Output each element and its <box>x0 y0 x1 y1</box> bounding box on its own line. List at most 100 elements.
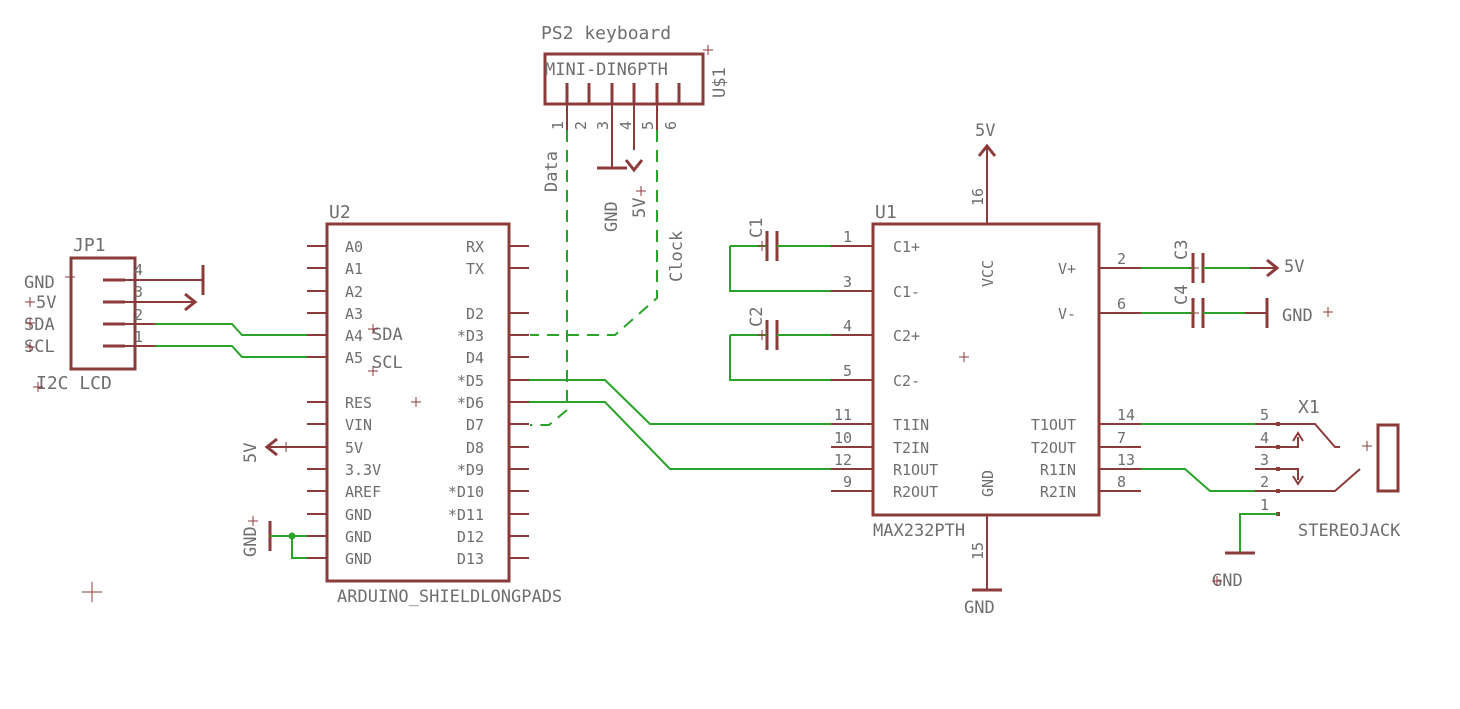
u1-pin-t2in: T2IN <box>893 439 929 457</box>
jp1-net-sda: SDA <box>24 315 55 335</box>
u1-supply-symbols: 5V GND <box>964 121 1002 618</box>
u1-max232[interactable]: U1 MAX232PTH VCC GND 1 3 4 <box>831 188 1141 560</box>
x1-name: X1 <box>1298 397 1320 418</box>
u2-pin-a0: A0 <box>345 238 363 256</box>
c3-label: C3 <box>1172 240 1192 260</box>
jp1-pin-4: 4 <box>134 261 143 279</box>
u1-pin-c2p: C2+ <box>893 327 920 345</box>
capacitor-c4[interactable]: C4 GND <box>1141 285 1333 328</box>
u1-pin-vplus: V+ <box>1058 260 1076 278</box>
jp1-net-scl: SCL <box>24 337 55 357</box>
origin-marker <box>82 582 102 602</box>
jp1-label: I2C LCD <box>36 373 112 394</box>
u2-pin-d5: *D5 <box>457 372 484 390</box>
c2-label: C2 <box>747 307 767 327</box>
jp1-name: JP1 <box>73 235 106 256</box>
u2-right-pin-stubs <box>509 245 529 559</box>
ps2-dashed-nets <box>530 130 658 426</box>
u1-value: MAX232PTH <box>873 521 965 541</box>
capacitor-c1[interactable]: C1 <box>729 218 831 292</box>
ps2-title: PS2 keyboard <box>541 23 671 44</box>
u1-pin-5: 5 <box>843 362 852 380</box>
u1-pin-12: 12 <box>834 451 852 469</box>
u1-pin-4: 4 <box>843 317 852 335</box>
u2-supply-symbols: 5V GND <box>241 437 307 559</box>
u2-value: ARDUINO_SHIELDLONGPADS <box>337 587 562 607</box>
jp1-pin-2: 2 <box>134 306 143 324</box>
u2-net-scl: SCL <box>372 353 403 373</box>
u2-pin-tx: TX <box>466 260 484 278</box>
u1-pin-vminus: V- <box>1058 305 1076 323</box>
jp1-connector[interactable]: JP1 I2C LCD 4 3 2 1 GND 5V SDA SCL <box>24 235 155 394</box>
capacitor-c3[interactable]: C3 5V <box>1141 240 1304 283</box>
u1-pin-3: 3 <box>843 273 852 291</box>
u2-pin-gnd-3: GND <box>345 550 372 568</box>
ps2-gnd-label: GND <box>602 201 622 232</box>
ps2-name: U$1 <box>710 67 730 98</box>
u1-pin-r2out: R2OUT <box>893 483 938 501</box>
u1-pin-c1m: C1- <box>893 283 920 301</box>
serial-wires <box>529 379 831 470</box>
u1-pin-11: 11 <box>834 406 852 424</box>
jp1-pin-3: 3 <box>134 283 143 301</box>
u1-pin-9: 9 <box>843 473 852 491</box>
u1-vcc-label: VCC <box>979 260 997 287</box>
jp1-net-gnd: GND <box>24 273 55 293</box>
u2-pin-d4: D4 <box>466 349 484 367</box>
u1-pin-r1in: R1IN <box>1040 461 1076 479</box>
u1-pin-15: 15 <box>969 542 987 560</box>
u1-pin-r2in: R2IN <box>1040 483 1076 501</box>
u1-pin-8: 8 <box>1117 473 1126 491</box>
c4-label: C4 <box>1172 285 1192 305</box>
u2-pin-res: RES <box>345 394 372 412</box>
u1-pin-t2out: T2OUT <box>1031 439 1076 457</box>
ps2-5v-label: 5V <box>630 198 650 218</box>
u2-pin-d2: D2 <box>466 305 484 323</box>
u2-pin-a3: A3 <box>345 305 363 323</box>
ps2-pin-1: 1 <box>549 121 567 130</box>
u2-pin-d12: D12 <box>457 528 484 546</box>
jp1-pin-bars <box>103 278 155 348</box>
u1-5v-arrow-icon <box>977 143 997 157</box>
u1-pin-2: 2 <box>1117 250 1126 268</box>
u2-gnd-label: GND <box>241 526 261 557</box>
jack-wires <box>1141 423 1255 492</box>
u2-pin-rx: RX <box>466 238 484 256</box>
x1-stereo-jack[interactable]: X1 STEREOJACK 5 4 3 2 1 <box>1212 397 1401 591</box>
u1-pin-1: 1 <box>843 228 852 246</box>
c4-gnd-label: GND <box>1282 306 1313 326</box>
u2-arduino[interactable]: U2 ARDUINO_SHIELDLONGPADS <box>307 202 562 607</box>
u1-pin-6: 6 <box>1117 295 1126 313</box>
x1-value: STEREOJACK <box>1298 521 1401 541</box>
u1-pin-10: 10 <box>834 429 852 447</box>
u2-pin-a4: A4 <box>345 327 363 345</box>
u2-pin-3v3: 3.3V <box>345 461 381 479</box>
u1-pin-c1p: C1+ <box>893 238 920 256</box>
ps2-value: MINI-DIN6PTH <box>545 60 668 80</box>
ps2-connector[interactable]: PS2 keyboard MINI-DIN6PTH U$1 1 2 3 4 5 … <box>541 23 730 282</box>
u1-pin-r1out: R1OUT <box>893 461 938 479</box>
u1-right-pin-stubs <box>986 194 1141 560</box>
x1-pin-1: 1 <box>1260 496 1269 514</box>
jp1-supply-symbols <box>155 265 205 312</box>
u2-pin-d3: *D3 <box>457 327 484 345</box>
u2-pin-d10: *D10 <box>448 483 484 501</box>
x1-pin-2: 2 <box>1260 473 1269 491</box>
u1-gnd-net-label: GND <box>964 598 995 618</box>
u2-pin-d7: D7 <box>466 416 484 434</box>
capacitor-c2[interactable]: C2 <box>729 307 831 381</box>
x1-pin-3: 3 <box>1260 451 1269 469</box>
jp1-pin-1: 1 <box>134 328 143 346</box>
u2-net-sda: SDA <box>372 325 403 345</box>
u1-gnd-label: GND <box>979 470 997 497</box>
ps2-pin-3: 3 <box>594 121 612 130</box>
jp1-net-5v: 5V <box>36 293 56 313</box>
u1-pin-c2m: C2- <box>893 372 920 390</box>
u1-pin-13: 13 <box>1117 451 1135 469</box>
u2-5v-label: 5V <box>241 443 261 463</box>
u1-5v-label: 5V <box>975 121 995 141</box>
u2-pin-d8: D8 <box>466 439 484 457</box>
ps2-pins <box>565 83 681 150</box>
u2-pin-d6: *D6 <box>457 394 484 412</box>
u2-pin-5v: 5V <box>345 439 363 457</box>
